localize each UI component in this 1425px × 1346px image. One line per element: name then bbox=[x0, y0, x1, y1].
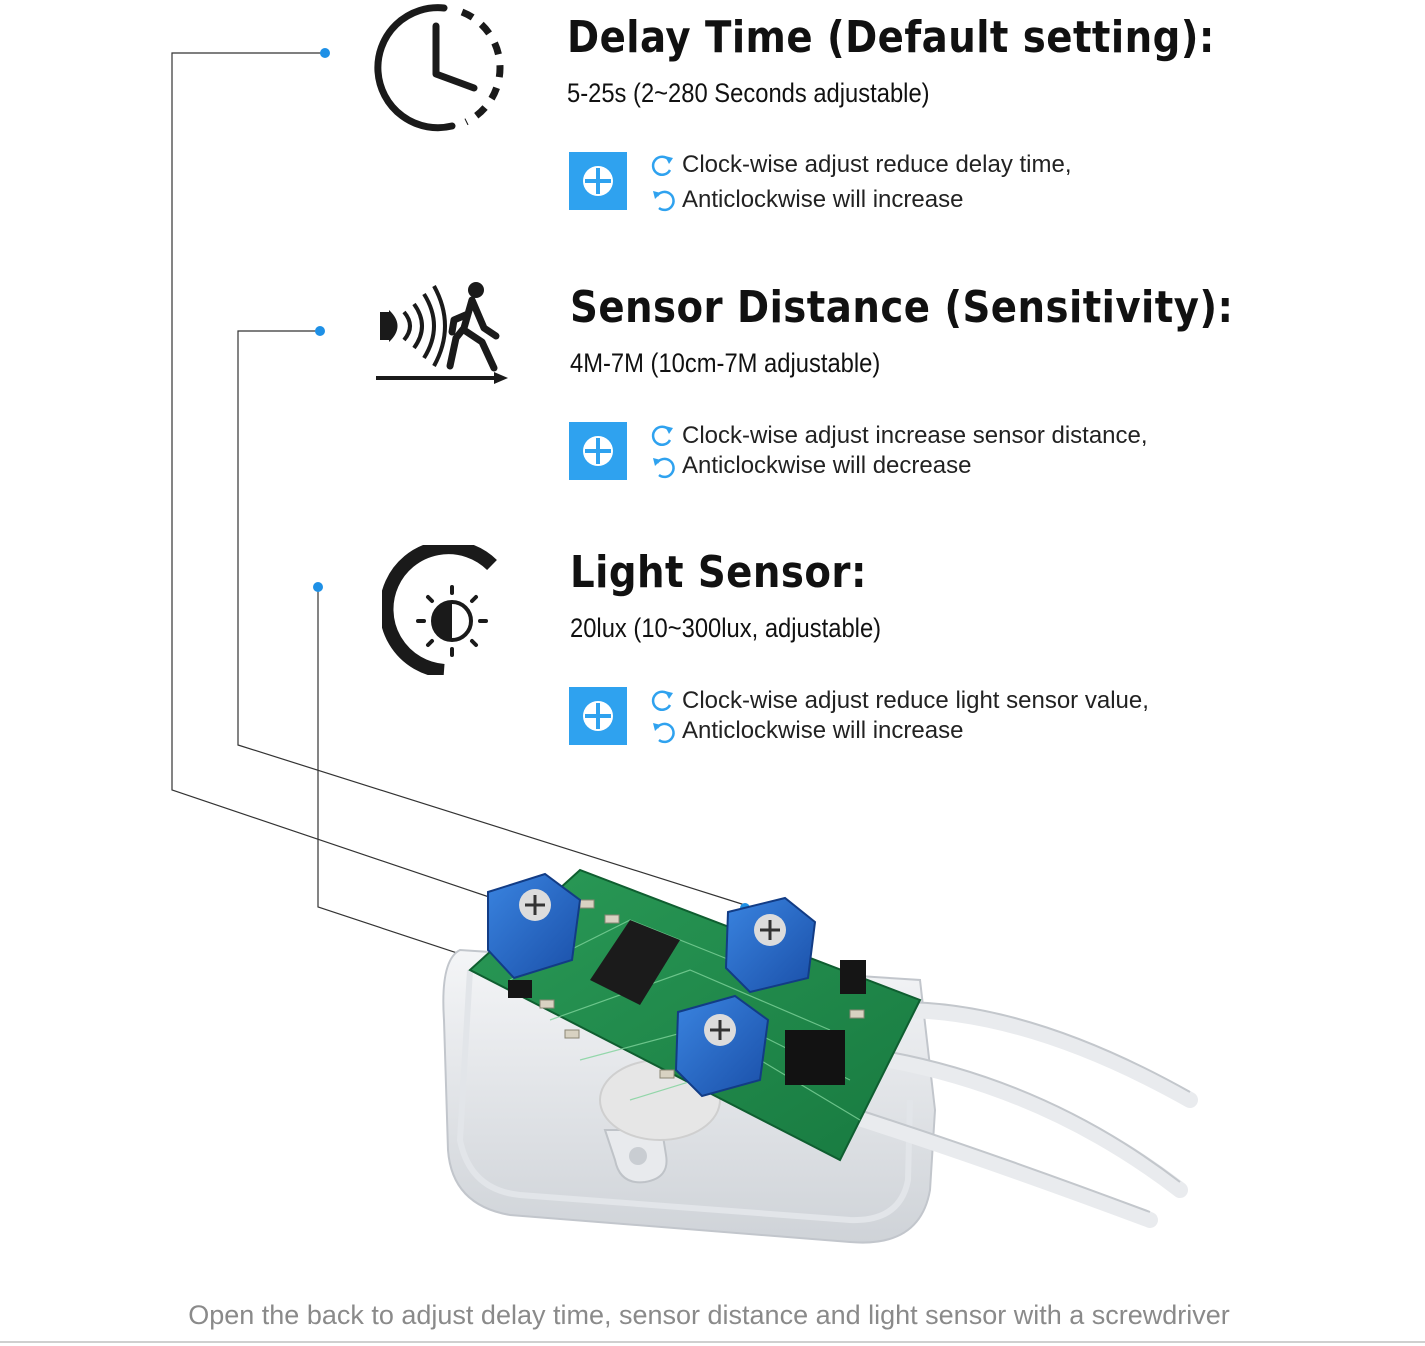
section-subtitle-sensor-distance: 4M-7M (10cm-7M adjustable) bbox=[570, 348, 881, 378]
motion-sensor-icon bbox=[376, 282, 508, 384]
hint-anticlockwise: Anticlockwise will increase bbox=[682, 186, 964, 213]
footer-caption: Open the back to adjust delay time, sens… bbox=[188, 1300, 1230, 1330]
section-title-sensor-distance: Sensor Distance (Sensitivity): bbox=[570, 282, 1234, 333]
potentiometer bbox=[724, 896, 817, 994]
anticlockwise-icon bbox=[653, 457, 675, 479]
connector-dot bbox=[315, 326, 325, 336]
sensor-module-image bbox=[442, 868, 1198, 1244]
screwdriver-adjust-icon bbox=[569, 152, 627, 210]
potentiometer bbox=[674, 994, 770, 1098]
section-subtitle-light-sensor: 20lux (10~300lux, adjustable) bbox=[570, 613, 882, 643]
section-title-light-sensor: Light Sensor: bbox=[570, 547, 867, 598]
hint-clockwise: Clock-wise adjust reduce delay time, bbox=[682, 151, 1072, 178]
clockwise-icon bbox=[651, 425, 673, 446]
clock-icon bbox=[374, 4, 504, 132]
hint-anticlockwise: Anticlockwise will decrease bbox=[682, 452, 972, 479]
section-title-delay-time: Delay Time (Default setting): bbox=[567, 12, 1215, 63]
potentiometer bbox=[487, 872, 582, 980]
hint-anticlockwise: Anticlockwise will increase bbox=[682, 717, 964, 744]
light-sensor-icon bbox=[382, 545, 497, 675]
screwdriver-adjust-icon bbox=[569, 687, 627, 745]
hint-clockwise: Clock-wise adjust increase sensor distan… bbox=[682, 422, 1148, 449]
clockwise-icon bbox=[651, 690, 673, 711]
footer-divider bbox=[0, 1341, 1425, 1343]
connector-dot bbox=[320, 48, 330, 58]
anticlockwise-icon bbox=[653, 190, 675, 212]
section-subtitle-delay-time: 5-25s (2~280 Seconds adjustable) bbox=[567, 78, 930, 108]
hint-clockwise: Clock-wise adjust reduce light sensor va… bbox=[682, 687, 1149, 714]
clockwise-icon bbox=[651, 155, 673, 176]
anticlockwise-icon bbox=[653, 722, 675, 744]
connector-dot bbox=[313, 582, 323, 592]
screwdriver-adjust-icon bbox=[569, 422, 627, 480]
